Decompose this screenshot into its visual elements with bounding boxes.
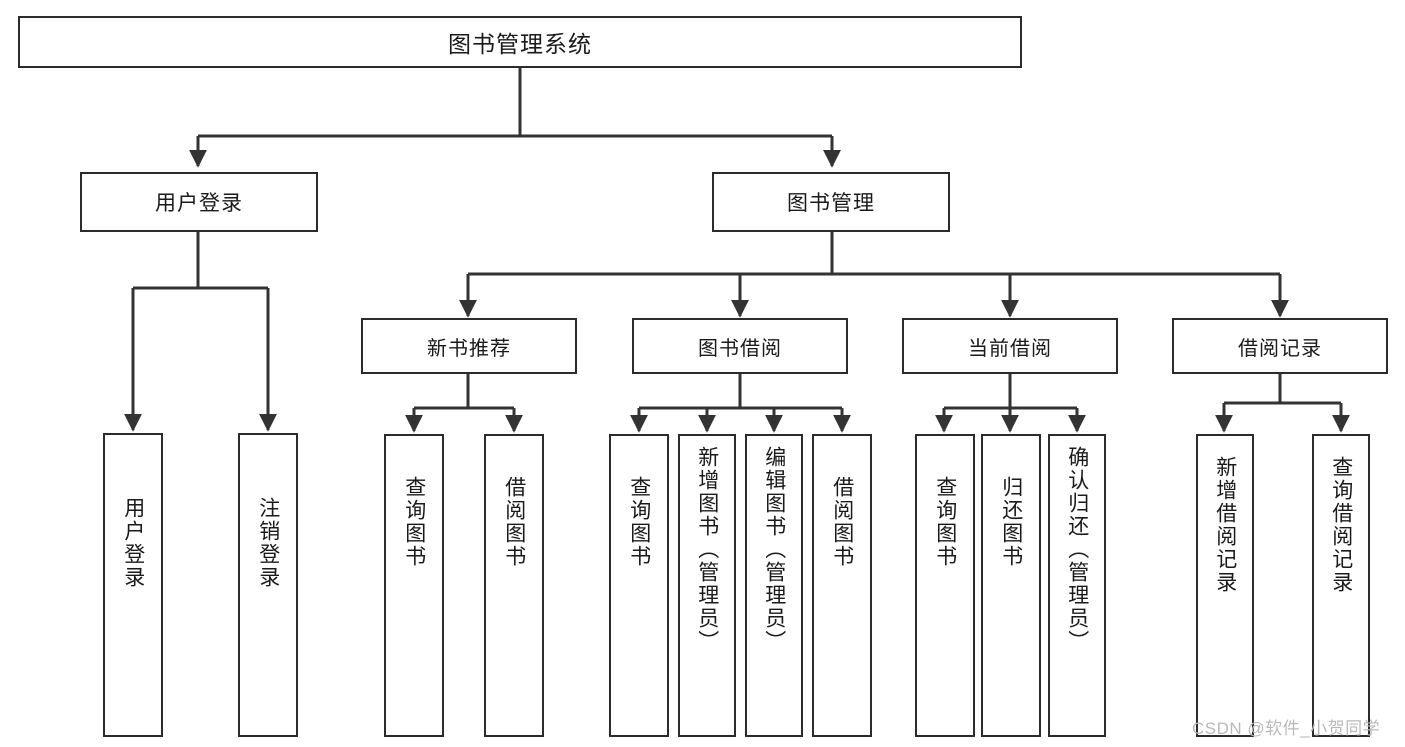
node-root[interactable]: 图书管理系统 xyxy=(18,16,1022,68)
leaf-logout[interactable]: 注销登录 xyxy=(238,433,298,737)
leaf-query-record[interactable]: 查询借阅记录 xyxy=(1312,434,1370,737)
node-user-login[interactable]: 用户登录 xyxy=(80,172,318,232)
node-user-login-label: 用户登录 xyxy=(155,192,243,215)
node-current-borrow[interactable]: 当前借阅 xyxy=(902,318,1118,374)
leaf-add-book-label: 新增图书（管理员） xyxy=(695,446,719,653)
leaf-add-record[interactable]: 新增借阅记录 xyxy=(1196,434,1254,737)
leaf-query-book-2-label: 查询图书 xyxy=(627,476,651,568)
node-book-manage[interactable]: 图书管理 xyxy=(712,172,950,232)
leaf-user-login-label: 用户登录 xyxy=(121,497,145,589)
node-root-label: 图书管理系统 xyxy=(448,31,592,57)
leaf-confirm-return[interactable]: 确认归还（管理员） xyxy=(1048,434,1106,737)
leaf-query-book-1-label: 查询图书 xyxy=(402,476,426,568)
leaf-borrow-book-1-label: 借阅图书 xyxy=(502,476,526,568)
leaf-edit-book[interactable]: 编辑图书（管理员） xyxy=(745,434,803,737)
leaf-edit-book-label: 编辑图书（管理员） xyxy=(762,446,786,653)
leaf-logout-label: 注销登录 xyxy=(256,497,280,589)
node-book-manage-label: 图书管理 xyxy=(787,192,875,215)
leaf-query-book-2[interactable]: 查询图书 xyxy=(609,434,669,737)
leaf-return-book-label: 归还图书 xyxy=(999,476,1023,568)
leaf-query-book-1[interactable]: 查询图书 xyxy=(384,434,444,737)
leaf-return-book[interactable]: 归还图书 xyxy=(981,434,1041,737)
node-new-book-rec-label: 新书推荐 xyxy=(427,337,511,360)
leaf-borrow-book-2-label: 借阅图书 xyxy=(830,476,854,568)
node-borrow-record[interactable]: 借阅记录 xyxy=(1172,318,1388,374)
node-borrow-record-label: 借阅记录 xyxy=(1238,337,1322,360)
node-new-book-rec[interactable]: 新书推荐 xyxy=(361,318,577,374)
leaf-query-book-3-label: 查询图书 xyxy=(933,476,957,568)
node-current-borrow-label: 当前借阅 xyxy=(968,337,1052,360)
node-book-borrow-label: 图书借阅 xyxy=(698,337,782,360)
leaf-confirm-return-label: 确认归还（管理员） xyxy=(1065,446,1089,653)
leaf-user-login[interactable]: 用户登录 xyxy=(103,433,163,737)
leaf-add-book[interactable]: 新增图书（管理员） xyxy=(678,434,736,737)
leaf-borrow-book-2[interactable]: 借阅图书 xyxy=(812,434,872,737)
leaf-query-record-label: 查询借阅记录 xyxy=(1329,456,1353,594)
leaf-add-record-label: 新增借阅记录 xyxy=(1213,456,1237,594)
leaf-borrow-book-1[interactable]: 借阅图书 xyxy=(484,434,544,737)
leaf-query-book-3[interactable]: 查询图书 xyxy=(915,434,975,737)
node-book-borrow[interactable]: 图书借阅 xyxy=(632,318,848,374)
